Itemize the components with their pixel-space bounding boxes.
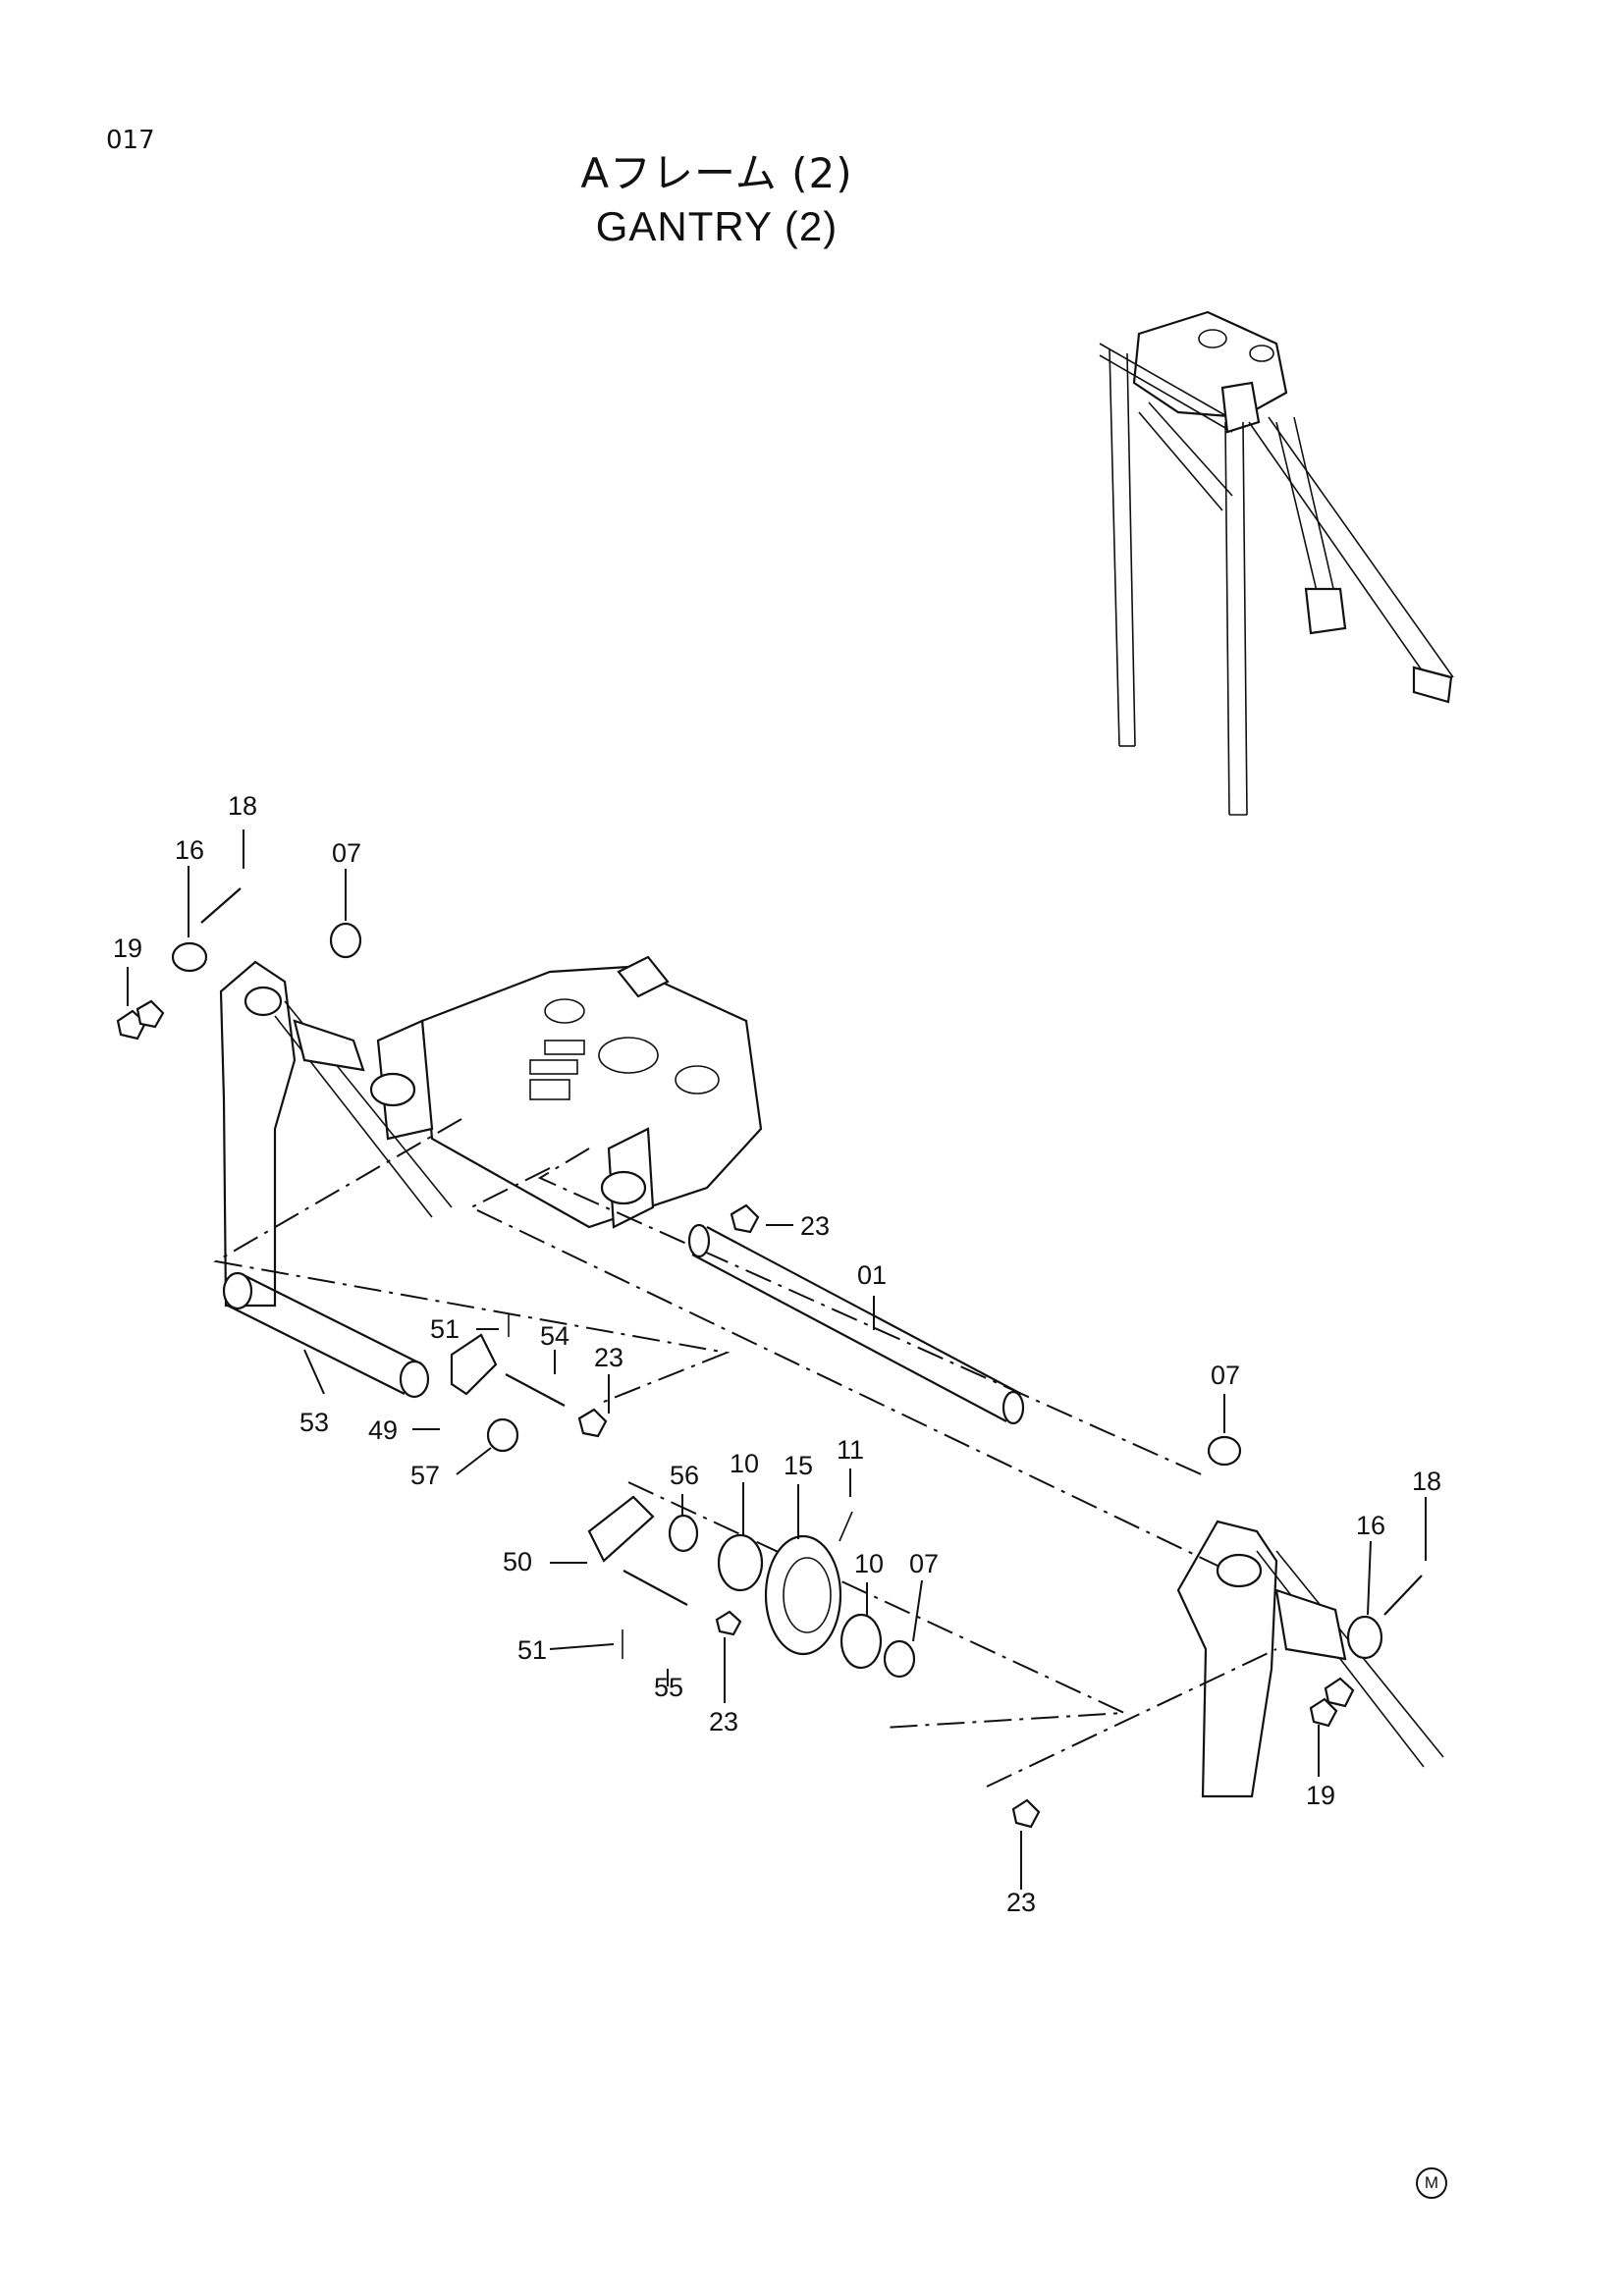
callout-19: 19 [1306, 1781, 1335, 1810]
assembly-chain-line-left [213, 1118, 731, 1405]
callout-54: 54 [540, 1321, 569, 1351]
callout-23: 23 [709, 1707, 738, 1736]
page-number: 017 [106, 126, 155, 155]
callout-56: 56 [670, 1461, 699, 1490]
part-01-shaft [687, 1223, 1025, 1425]
left-gantry-leg [219, 960, 453, 1308]
callout-49: 49 [368, 1415, 398, 1445]
assembly-chain-line-shaft [468, 1167, 1218, 1567]
manufacturer-mark: M [1416, 2167, 1447, 2199]
callout-10: 10 [730, 1449, 759, 1478]
assembly-chain-line-right [986, 1648, 1277, 1788]
callout-18: 18 [228, 791, 257, 821]
assembly-chain-line-shaft-lower [537, 1148, 1209, 1478]
callout-50: 50 [503, 1547, 532, 1576]
callout-07: 07 [1211, 1361, 1240, 1390]
title-english: GANTRY (2) [595, 203, 839, 249]
small-parts [116, 887, 1423, 1829]
leader-lines [127, 829, 1427, 1890]
page-title: Aフレーム (2) GANTRY (2) [550, 147, 884, 253]
callout-07: 07 [909, 1549, 939, 1578]
callout-23: 23 [800, 1211, 830, 1241]
right-gantry-leg [1176, 1520, 1444, 1798]
callout-07: 07 [332, 838, 361, 868]
title-japanese: Aフレーム (2) [580, 149, 853, 197]
callout-01: 01 [857, 1260, 887, 1290]
callout-51: 51 [517, 1635, 547, 1665]
callout-23: 23 [594, 1343, 623, 1372]
part-53-pin [222, 1271, 430, 1399]
callout-19: 19 [113, 934, 142, 963]
callout-11: 11 [837, 1435, 864, 1465]
callout-16: 16 [175, 835, 204, 865]
callout-labels: 18 16 07 19 23 01 51 54 23 53 49 57 56 1… [113, 791, 1441, 1917]
callout-55: 55 [654, 1673, 683, 1702]
callout-51: 51 [430, 1314, 460, 1344]
callout-57: 57 [410, 1461, 440, 1490]
callout-53: 53 [299, 1408, 329, 1437]
overview-gantry-illustration [1099, 310, 1454, 816]
callout-23: 23 [1006, 1888, 1036, 1917]
callout-18: 18 [1412, 1467, 1441, 1496]
callout-15: 15 [784, 1451, 813, 1480]
callout-16: 16 [1356, 1511, 1385, 1540]
callout-10: 10 [854, 1549, 884, 1578]
gantry-head-bracket [369, 955, 763, 1229]
assembly-chain-line-sheave [627, 1481, 1125, 1729]
